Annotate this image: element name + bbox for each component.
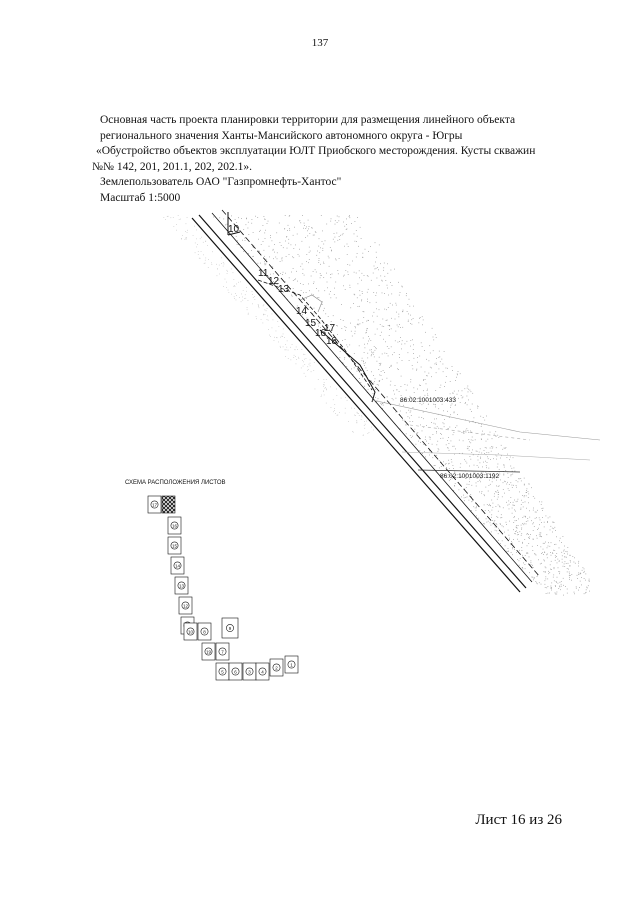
point-label: 17 bbox=[324, 323, 336, 334]
sheet-number-circle bbox=[272, 663, 281, 672]
terrain-stipple bbox=[163, 215, 590, 596]
document-header: Основная часть проекта планировки террит… bbox=[92, 113, 572, 206]
scheme-title: СХЕМА РАСПОЛОЖЕНИЯ ЛИСТОВ bbox=[125, 480, 226, 486]
sheet-number: 5 bbox=[221, 669, 224, 674]
point-label: 14 bbox=[296, 306, 308, 317]
sheet-number: 1 bbox=[290, 662, 293, 667]
sheet-label: Лист 16 из 26 bbox=[475, 812, 562, 828]
sheet-number: 8 bbox=[203, 629, 206, 634]
sheet-number: 12 bbox=[183, 603, 189, 608]
sheet-number: 15 bbox=[172, 543, 178, 548]
sheet-number-circle bbox=[204, 647, 213, 656]
header-line-5: Землепользователь ОАО "Газпромнефть-Хант… bbox=[100, 176, 342, 188]
sheet-scheme: 171615141312111089197563421 bbox=[147, 495, 299, 681]
point-label: 11 bbox=[258, 268, 269, 279]
point-label: 12 bbox=[268, 276, 280, 287]
sheet-number-circle bbox=[173, 561, 182, 570]
sheet-number: 9 bbox=[229, 626, 232, 631]
current-sheet-cell bbox=[161, 495, 176, 514]
header-line-4: №№ 142, 201, 201.1, 202, 202.1». bbox=[92, 160, 252, 173]
sheet-number-circle bbox=[170, 521, 179, 530]
sheet-number-circle bbox=[258, 667, 267, 676]
sheet-number: 13 bbox=[179, 583, 185, 588]
point-label: 10 bbox=[228, 224, 240, 235]
sheet-number: 16 bbox=[172, 523, 178, 528]
sheet-number: 3 bbox=[248, 669, 251, 674]
sheet-number: 17 bbox=[152, 502, 158, 507]
sheet-number-circle bbox=[177, 581, 186, 590]
point-label: 15 bbox=[305, 318, 317, 329]
point-label: 13 bbox=[278, 284, 290, 295]
sheet-number: 6 bbox=[234, 669, 237, 674]
sheet-number-circle bbox=[231, 667, 240, 676]
page-number: 137 bbox=[311, 37, 329, 49]
point-labels: 10 11 12 13 14 15 16 17 18 bbox=[228, 224, 338, 347]
sheet-number: 4 bbox=[261, 669, 264, 674]
sheet-number-circle bbox=[218, 647, 227, 656]
sheet-number-circle bbox=[226, 624, 234, 632]
sheet-number: 14 bbox=[175, 563, 181, 568]
sheet-number-circle bbox=[200, 627, 209, 636]
sheet-number-circle bbox=[170, 541, 179, 550]
header-line-6: Масштаб 1:5000 bbox=[100, 191, 181, 204]
sheet-number: 10 bbox=[188, 629, 194, 634]
point-label: 18 bbox=[326, 336, 338, 347]
sheet-number: 2 bbox=[275, 665, 278, 670]
sheet-number: 19 bbox=[206, 649, 212, 654]
header-line-2: регионального значения Ханты-Мансийского… bbox=[100, 129, 463, 142]
sheet-number-circle bbox=[218, 667, 227, 676]
sheet-number-circle bbox=[150, 500, 159, 509]
sheet-number-circle bbox=[186, 627, 195, 636]
corridor-lines bbox=[191, 209, 601, 593]
point-label: 16 bbox=[315, 328, 327, 339]
sheet-number: 7 bbox=[221, 649, 224, 654]
cadastral-number-2: 86:02:1001003:1192 bbox=[440, 473, 500, 480]
sheet-number-circle bbox=[181, 601, 190, 610]
sheet-number-circle bbox=[287, 660, 296, 669]
header-line-3: «Обустройство объектов эксплуатации ЮЛТ … bbox=[96, 145, 536, 157]
header-line-1: Основная часть проекта планировки террит… bbox=[100, 114, 516, 126]
cadastral-number-1: 86:02:1001003:433 bbox=[400, 397, 456, 404]
sheet-number-circle bbox=[245, 667, 254, 676]
